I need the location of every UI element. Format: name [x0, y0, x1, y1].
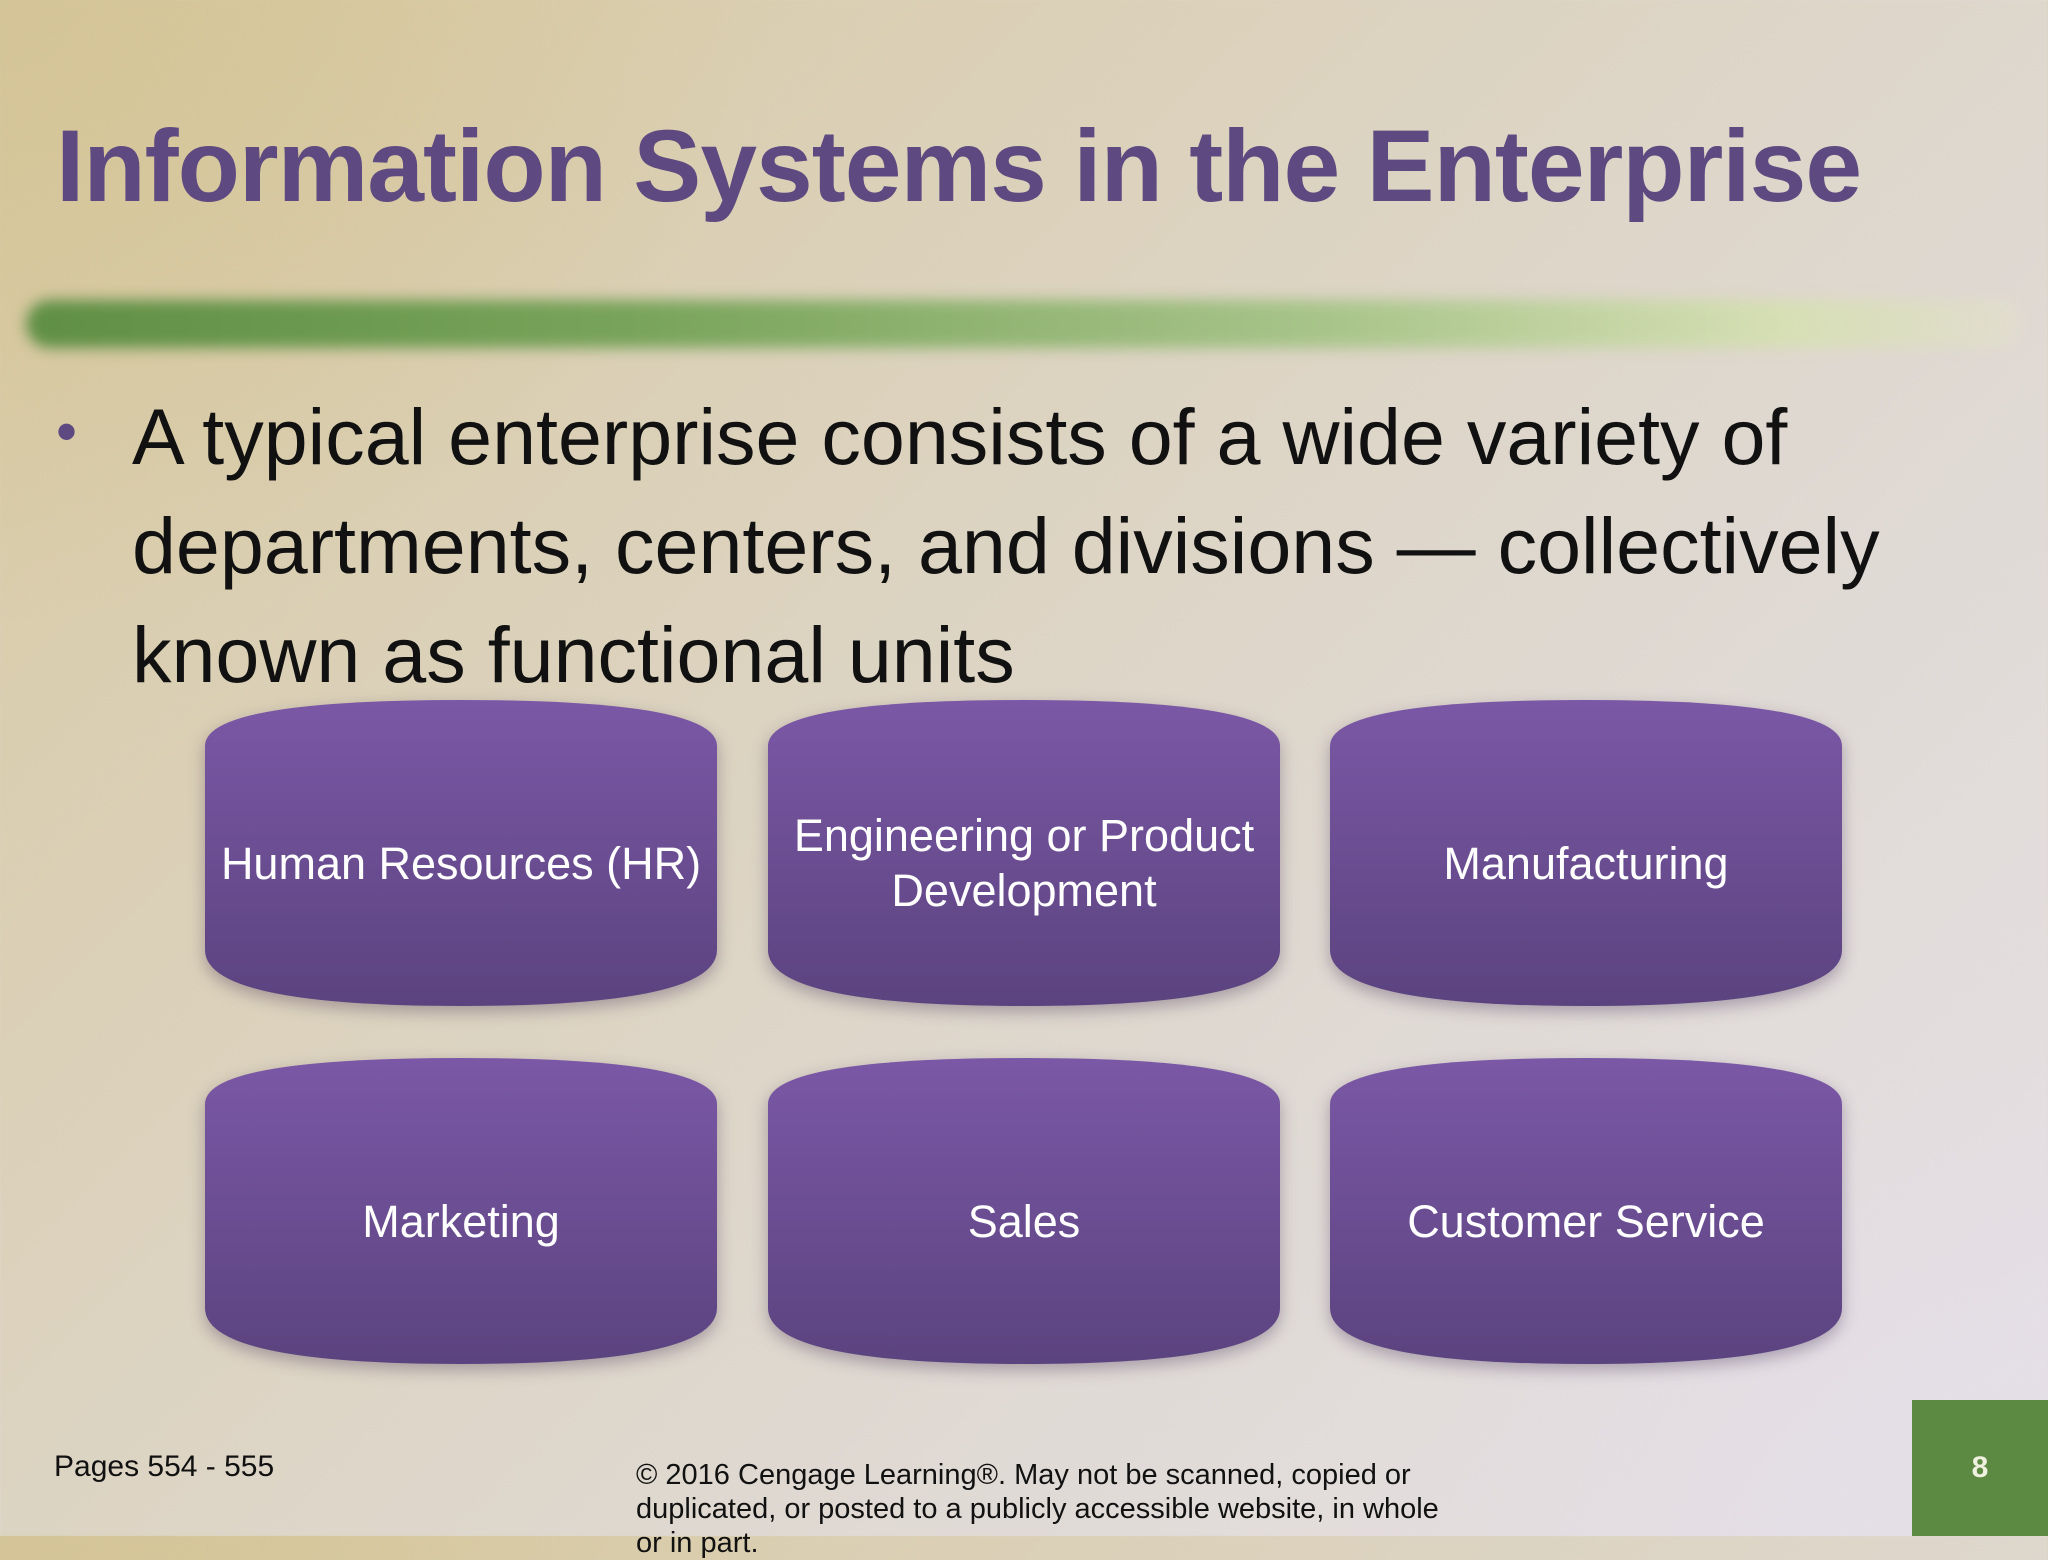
functional-unit-customer-service: Customer Service	[1330, 1058, 1842, 1364]
functional-unit-marketing: Marketing	[205, 1058, 717, 1364]
bullet-marker: •	[56, 398, 78, 465]
functional-unit-sales: Sales	[768, 1058, 1280, 1364]
cylinder-shape	[768, 1058, 1280, 1364]
bullet-text: A typical enterprise consists of a wide …	[132, 392, 1880, 699]
unit-label: Marketing	[362, 1195, 560, 1247]
cylinder-shape	[1330, 1058, 1842, 1364]
unit-label: Manufacturing	[1443, 837, 1729, 889]
footer-pages: Pages 554 - 555	[54, 1450, 275, 1483]
slide-number: 8	[1971, 1451, 1989, 1484]
cylinder-shape	[1330, 700, 1842, 1006]
unit-label: Engineering or Product Development	[793, 810, 1255, 916]
cylinder-shape	[768, 700, 1280, 1006]
unit-label: Customer Service	[1407, 1195, 1765, 1247]
cylinder-shape	[205, 700, 717, 1006]
slide-title: Information Systems in the Enterprise	[56, 109, 1862, 223]
slide-number-box: 8	[1912, 1400, 2048, 1536]
functional-unit-engineering: Engineering or Product Development	[768, 700, 1280, 1006]
accent-bar	[26, 300, 2022, 348]
unit-label: Human Resources (HR)	[220, 837, 702, 889]
unit-label: Sales	[967, 1195, 1081, 1247]
footer-copyright: © 2016 Cengage Learning®. May not be sca…	[636, 1459, 1439, 1559]
cylinder-shape	[205, 1058, 717, 1364]
functional-unit-manufacturing: Manufacturing	[1330, 700, 1842, 1006]
functional-unit-hr: Human Resources (HR)	[205, 700, 717, 1006]
